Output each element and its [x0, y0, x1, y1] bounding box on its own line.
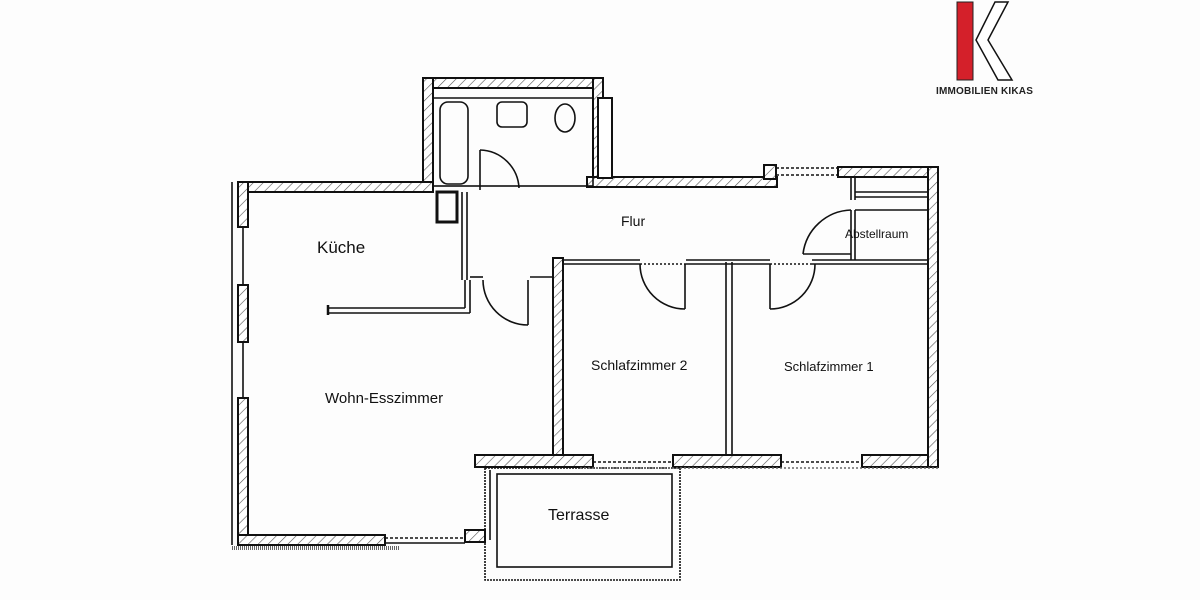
kikas-logo-icon [956, 1, 1014, 81]
room-label-schlafzimmer-1: Schlafzimmer 1 [784, 359, 874, 374]
room-label-terrasse: Terrasse [548, 507, 610, 524]
room-label-abstellraum: Abstellraum [845, 227, 909, 241]
interior-walls [231, 87, 938, 581]
room-label-kueche: Küche [317, 238, 366, 257]
room-label-flur: Flur [621, 213, 646, 229]
room-label-wohn-esszimmer: Wohn-Esszimmer [325, 390, 444, 407]
room-label-schlafzimmer-2: Schlafzimmer 2 [591, 357, 688, 373]
exterior-walls [237, 77, 939, 546]
brand-name: IMMOBILIEN KIKAS [936, 86, 1034, 97]
